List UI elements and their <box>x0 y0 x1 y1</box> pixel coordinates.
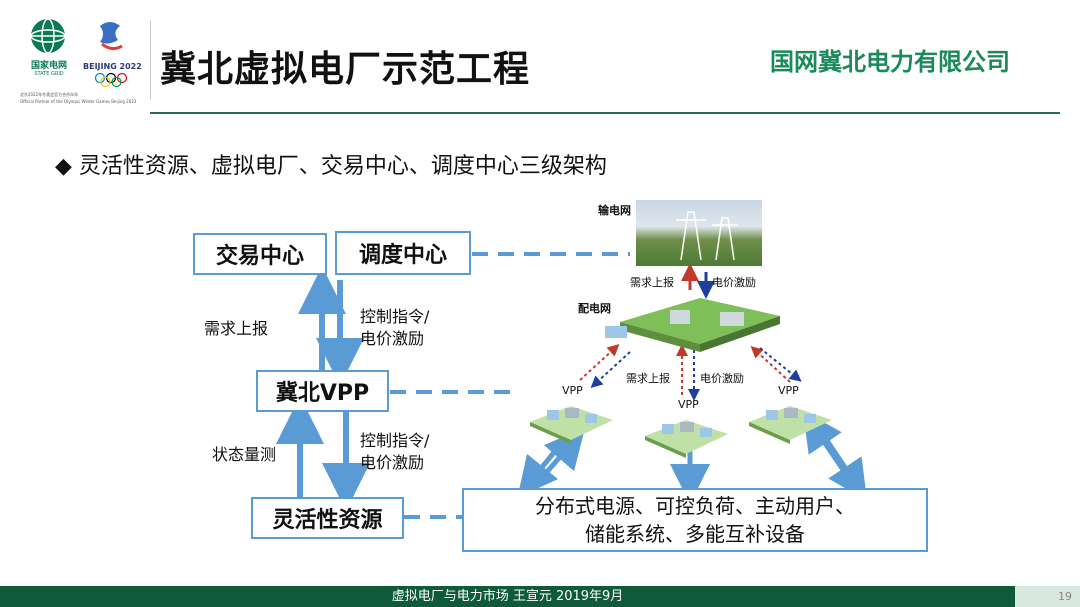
jibei-vpp-box: 冀北VPP <box>256 370 389 412</box>
vpp-cluster-left-icon <box>530 406 613 444</box>
vpp-left-label: VPP <box>562 384 583 397</box>
dotted-left-blue <box>590 351 631 389</box>
distribution-grid-image <box>605 298 780 352</box>
beijing-2022-emblem-icon <box>100 22 123 51</box>
arrow-res-right-up <box>802 410 853 482</box>
demand-report-small-top: 需求上报 <box>630 276 674 289</box>
logo-area: 国家电网 STATE GRID BEIJING 2022 北京2022年冬奥会官… <box>20 14 145 104</box>
demand-report-small-mid: 需求上报 <box>626 372 670 385</box>
dotted-right-blue <box>759 347 802 382</box>
power-tower-icon <box>676 211 738 261</box>
logo-divider <box>150 20 151 100</box>
partner-en: Official Partner of the Olympic Winter G… <box>20 99 137 104</box>
transmission-label: 输电网 <box>598 204 631 217</box>
footer-bar <box>0 586 1015 607</box>
control-cmd-1-line1: 控制指令/ <box>360 307 430 326</box>
page-number: 19 <box>1015 586 1080 607</box>
transmission-grid-image <box>636 200 762 266</box>
state-measure-label: 状态量测 <box>212 445 277 464</box>
state-grid-cn: 国家电网 <box>30 61 67 71</box>
diamond-bullet-icon: ◆ <box>55 154 72 179</box>
arrow-res-left-up <box>538 427 586 482</box>
bullet-point: ◆ 灵活性资源、虚拟电厂、交易中心、调度中心三级架构 <box>55 148 607 180</box>
page-title: 冀北虚拟电厂示范工程 <box>160 49 531 90</box>
company-name: 国网冀北电力有限公司 <box>770 48 1010 76</box>
control-cmd-2-line2: 电价激励 <box>360 453 425 472</box>
dotted-right-red <box>750 345 791 383</box>
vpp-cluster-right-icon <box>749 406 832 444</box>
header-divider <box>150 112 1060 114</box>
vpp-cluster-mid-icon <box>645 420 728 458</box>
resources-line-1: 分布式电源、可控负荷、主动用户、 <box>535 494 855 518</box>
beijing-2022-text: BEIJING 2022 <box>83 62 142 71</box>
price-incentive-small-mid: 电价激励 <box>700 372 744 385</box>
vpp-right-label: VPP <box>778 384 799 397</box>
dotted-left-red <box>579 343 620 381</box>
footer-text: 虚拟电厂与电力市场 王宣元 2019年9月 <box>391 589 624 604</box>
price-incentive-small-top: 电价激励 <box>712 276 756 289</box>
state-grid-en: STATE GRID <box>34 71 64 77</box>
demand-report-label: 需求上报 <box>204 319 269 338</box>
flexible-resources-box: 灵活性资源 <box>251 497 404 539</box>
state-grid-logo-icon <box>30 18 66 54</box>
vpp-mid-label: VPP <box>678 398 699 411</box>
trade-center-box: 交易中心 <box>193 233 327 275</box>
dispatch-center-box: 调度中心 <box>335 231 471 275</box>
resources-detail-box: 分布式电源、可控负荷、主动用户、 储能系统、多能互补设备 <box>462 488 928 552</box>
control-cmd-2-line1: 控制指令/ <box>360 431 430 450</box>
olympic-rings-icon <box>94 72 128 88</box>
bullet-text: 灵活性资源、虚拟电厂、交易中心、调度中心三级架构 <box>78 154 607 179</box>
partner-cn: 北京2022年冬奥会官方合作伙伴 <box>20 92 79 97</box>
distribution-label: 配电网 <box>578 302 611 315</box>
control-cmd-1-line2: 电价激励 <box>360 329 425 348</box>
resources-line-2: 储能系统、多能互补设备 <box>585 522 805 546</box>
